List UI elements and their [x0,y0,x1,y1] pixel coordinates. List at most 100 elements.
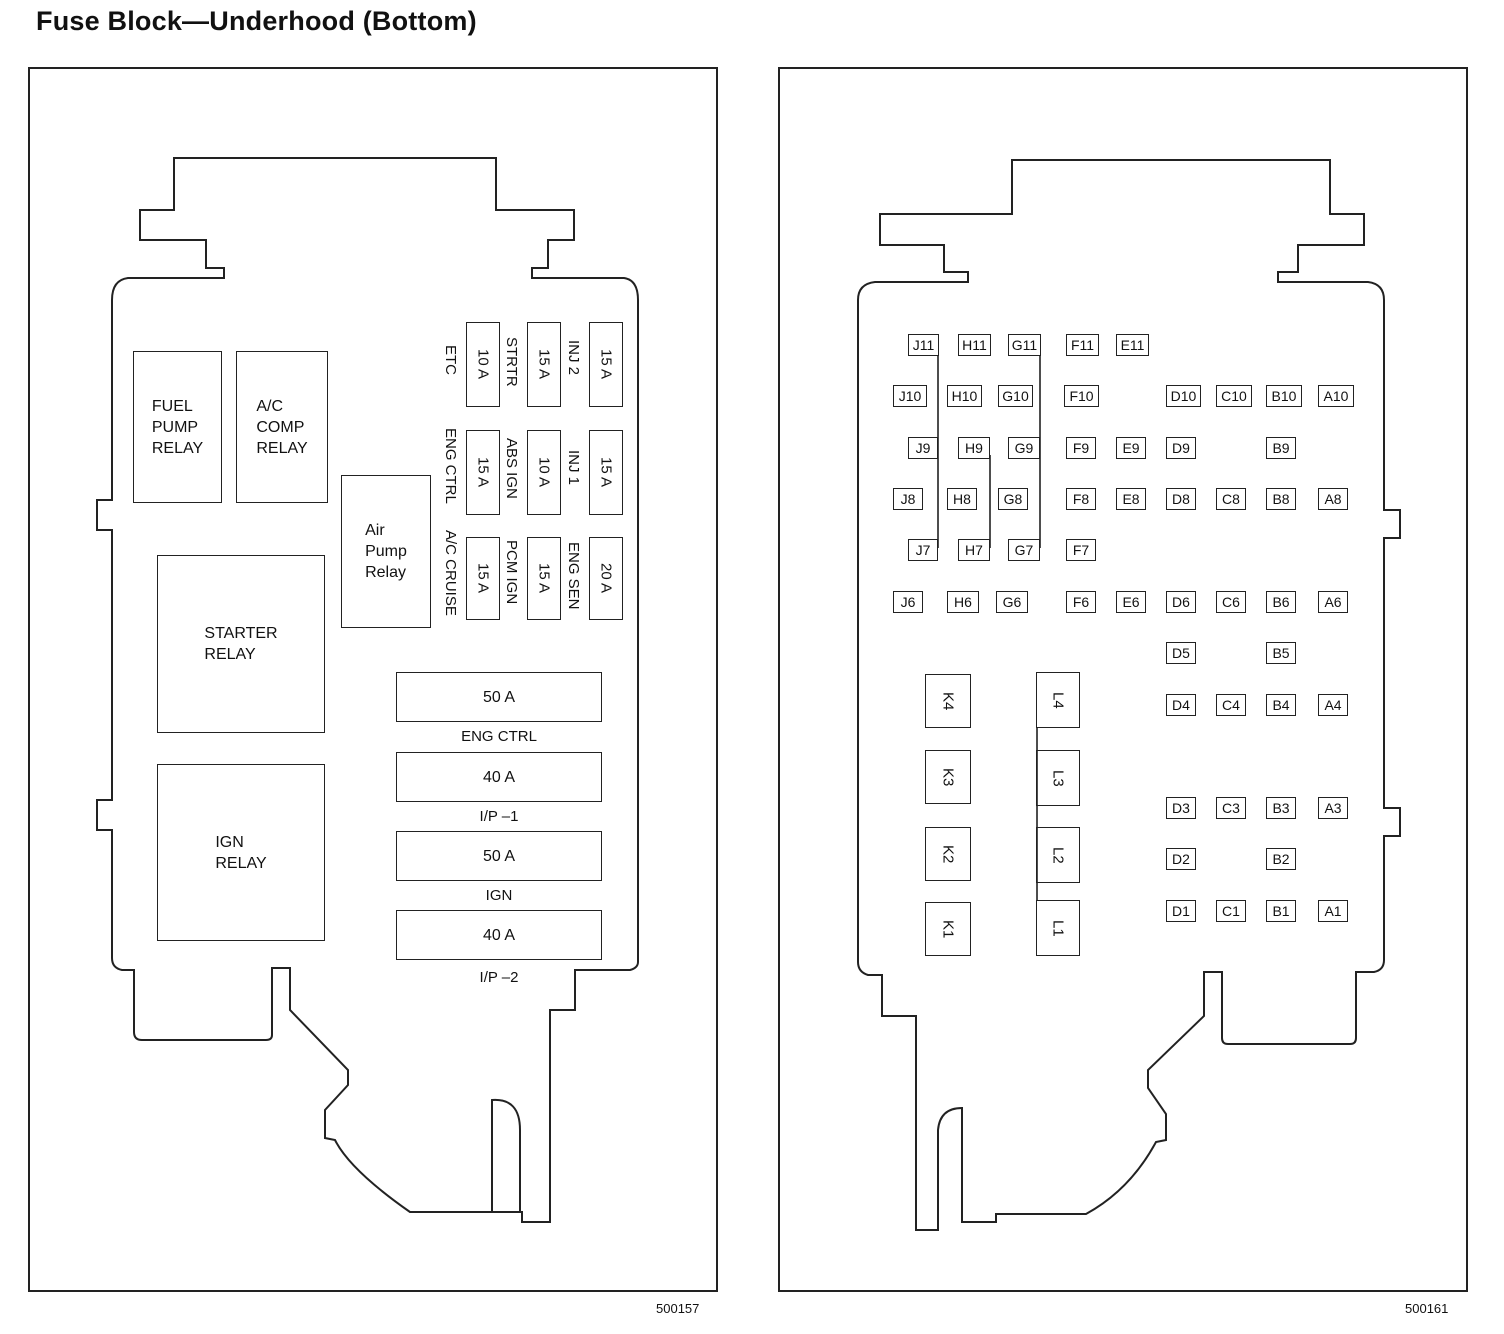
terminal-b4: B4 [1266,694,1296,716]
cavity-label: K2 [939,844,957,864]
left-diagram-panel [28,67,718,1292]
terminal-d10: D10 [1166,385,1201,407]
terminal-h7: H7 [958,539,990,561]
maxi-fuse-label: I/P –2 [479,969,519,986]
cavity-label: L2 [1049,846,1067,864]
terminal-j7: J7 [908,539,938,561]
cavity-label: L3 [1049,769,1067,787]
maxi-fuse-rating: 50 A [482,688,516,706]
terminal-f11: F11 [1066,334,1099,356]
fuse-pcm-ign: 15 A [527,537,561,620]
cavity-k1: K1 [925,902,971,956]
maxi-fuse-label: IGN [485,887,513,904]
terminal-c3: C3 [1216,797,1246,819]
terminal-d2: D2 [1166,848,1196,870]
terminal-d3: D3 [1166,797,1196,819]
maxi-fuse-label: I/P –1 [479,808,519,825]
fuel-pump-relay-label: FUEL PUMP RELAY [151,397,204,457]
terminal-a4: A4 [1318,694,1348,716]
terminal-a8: A8 [1318,488,1348,510]
fuse-rating: 15 A [597,457,615,488]
cavity-label: L1 [1049,919,1067,937]
cavity-label: L4 [1049,691,1067,709]
starter-relay-label: STARTER RELAY [204,625,278,663]
terminal-b1: B1 [1266,900,1296,922]
fuse-label: ABS IGN [503,438,520,499]
fuse-abs-ign: 10 A [527,430,561,515]
cavity-k2: K2 [925,827,971,881]
terminal-b10: B10 [1266,385,1302,407]
cavity-l2: L2 [1036,827,1080,883]
terminal-h10: H10 [947,385,982,407]
starter-relay: STARTER RELAY [157,555,325,733]
air-pump-relay-label: Air Pump Relay [365,522,407,581]
terminal-h6: H6 [947,591,979,613]
maxi-fuse-label: ENG CTRL [461,728,537,745]
fuse-inj1: 15 A [589,430,623,515]
terminal-h11: H11 [958,334,991,356]
fuse-eng-sen: 20 A [589,537,623,620]
fuse-label: INJ 1 [565,450,582,486]
cavity-k3: K3 [925,750,971,804]
cavity-l3: L3 [1036,750,1080,806]
terminal-a1: A1 [1318,900,1348,922]
fuse-rating: 20 A [597,563,615,594]
right-figure-number: 500161 [1405,1301,1449,1316]
terminal-e11: E11 [1116,334,1149,356]
fuse-strtr: 15 A [527,322,561,407]
fuel-pump-relay: FUEL PUMP RELAY [133,351,222,503]
fuse-ac-cruise: 15 A [466,537,500,620]
terminal-e6: E6 [1116,591,1146,613]
terminal-e8: E8 [1116,488,1146,510]
terminal-a3: A3 [1318,797,1348,819]
fuse-eng-ctrl: 15 A [466,430,500,515]
maxi-fuse-rating: 50 A [482,847,516,865]
fuse-rating: 15 A [597,349,615,380]
cavity-label: K1 [939,919,957,939]
maxi-fuse-eng-ctrl: 50 A [396,672,602,722]
maxi-fuse-rating: 40 A [482,926,516,944]
maxi-fuse-rating: 40 A [482,768,516,786]
terminal-h8: H8 [947,488,977,510]
terminal-e9: E9 [1116,437,1146,459]
terminal-g10: G10 [998,385,1033,407]
terminal-d6: D6 [1166,591,1196,613]
fuse-inj2: 15 A [589,322,623,407]
terminal-j11: J11 [908,334,939,356]
terminal-f7: F7 [1066,539,1096,561]
terminal-j8: J8 [893,488,923,510]
terminal-j10: J10 [893,385,927,407]
fuse-label: ENG CTRL [442,428,459,504]
fuse-label: ETC [442,345,459,375]
fuse-label: ENG SEN [565,542,582,610]
terminal-c4: C4 [1216,694,1246,716]
fuse-label: A/C CRUISE [442,530,459,616]
terminal-f6: F6 [1066,591,1096,613]
maxi-fuse-ip1: 40 A [396,752,602,802]
air-pump-relay: Air Pump Relay [341,475,431,628]
terminal-d1: D1 [1166,900,1196,922]
fuse-rating: 15 A [474,457,492,488]
terminal-b2: B2 [1266,848,1296,870]
fuse-label: INJ 2 [565,340,582,376]
terminal-b8: B8 [1266,488,1296,510]
cavity-label: K4 [939,691,957,711]
terminal-c1: C1 [1216,900,1246,922]
cavity-label: K3 [939,767,957,787]
terminal-b5: B5 [1266,642,1296,664]
terminal-a6: A6 [1318,591,1348,613]
fuse-rating: 15 A [535,349,553,380]
terminal-g11: G11 [1008,334,1041,356]
fuse-rating: 10 A [535,457,553,488]
terminal-d9: D9 [1166,437,1196,459]
cavity-k4: K4 [925,674,971,728]
right-diagram-panel [778,67,1468,1292]
maxi-fuse-ip2: 40 A [396,910,602,960]
terminal-f8: F8 [1066,488,1096,510]
terminal-g9: G9 [1008,437,1040,459]
cavity-l4: L4 [1036,672,1080,728]
terminal-a10: A10 [1318,385,1354,407]
ac-comp-relay: A/C COMP RELAY [236,351,328,503]
